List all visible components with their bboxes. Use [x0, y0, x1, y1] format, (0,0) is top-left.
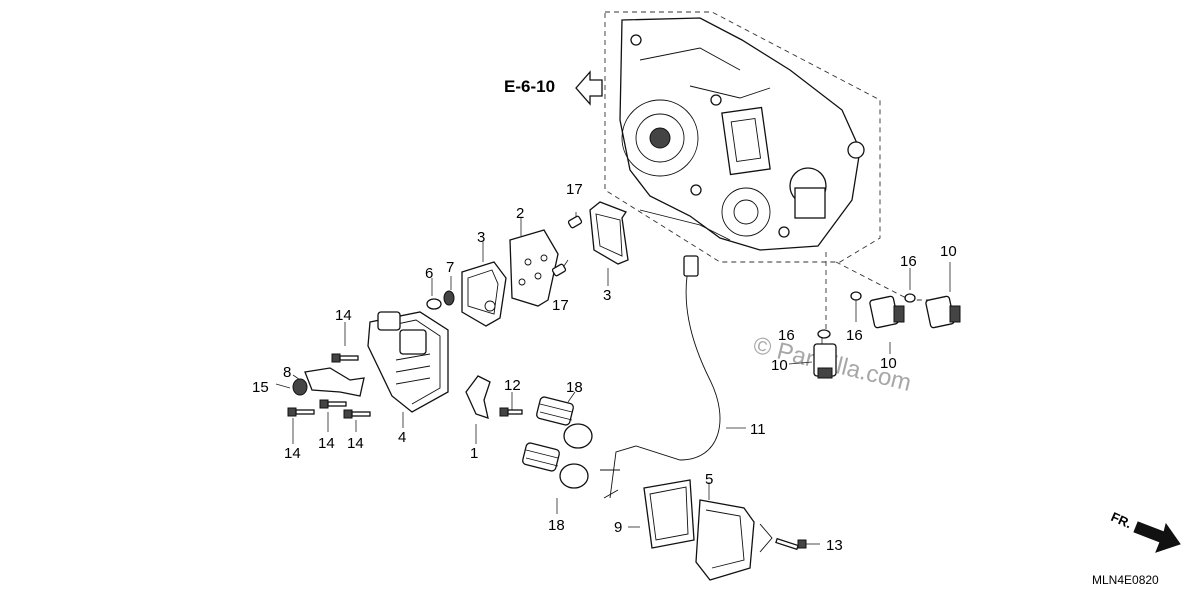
o-ring — [426, 298, 442, 310]
sensor-middle — [869, 295, 905, 329]
left-arrow-icon — [575, 70, 603, 106]
bolt-left — [287, 407, 315, 417]
solenoid-upper — [536, 396, 593, 449]
callout-10-middle: 10 — [880, 355, 897, 372]
clip — [465, 375, 491, 419]
gasket-9 — [643, 479, 695, 549]
callout-10-right: 10 — [940, 243, 957, 260]
callout-6: 6 — [425, 265, 433, 282]
callout-14-right: 14 — [347, 435, 364, 452]
dowel-pin-lower — [551, 263, 567, 277]
callout-18-lower: 18 — [548, 517, 565, 534]
solenoid-lower — [522, 442, 589, 489]
plate — [509, 229, 559, 307]
callout-18-upper: 18 — [566, 379, 583, 396]
callout-13: 13 — [826, 537, 843, 554]
callout-17-lower: 17 — [552, 297, 569, 314]
callout-4: 4 — [398, 429, 406, 446]
callout-7: 7 — [446, 259, 454, 276]
reference-e-6-10[interactable]: E-6-10 — [504, 70, 603, 106]
sensor-right — [925, 295, 961, 329]
callout-14-upper: 14 — [335, 307, 352, 324]
dowel-pin-upper — [567, 215, 583, 229]
sensor-lower — [813, 343, 837, 379]
callout-3-gasket-upper: 3 — [603, 287, 611, 304]
collar — [292, 378, 308, 396]
washer-right — [904, 293, 916, 303]
callout-9: 9 — [614, 519, 622, 536]
washer-lower — [817, 329, 831, 339]
seal — [443, 290, 455, 306]
bolt-12 — [499, 407, 523, 417]
bracket — [304, 367, 365, 397]
bolt-13 — [775, 537, 807, 551]
callout-16-right: 16 — [900, 253, 917, 270]
diagram-code: MLN4E0820 — [1092, 573, 1159, 587]
bolt-upper — [331, 353, 359, 363]
callout-14-middle: 14 — [318, 435, 335, 452]
direction-label: FR. — [1109, 509, 1134, 531]
reference-label[interactable]: E-6-10 — [504, 77, 555, 96]
callout-16-middle: 16 — [846, 327, 863, 344]
callout-labels: 1 2 3 3 4 5 6 7 8 9 10 10 10 11 12 13 14… — [252, 181, 957, 554]
callout-3-gasket-lower: 3 — [477, 229, 485, 246]
callout-8: 8 — [283, 364, 291, 381]
callout-12: 12 — [504, 377, 521, 394]
washer-middle — [850, 291, 862, 301]
front-arrow-icon — [1133, 521, 1181, 553]
cover-5 — [695, 499, 773, 581]
gasket-lower — [461, 261, 507, 327]
engine-case-assembly — [604, 11, 881, 263]
bolt-middle — [319, 399, 347, 409]
callout-14-left: 14 — [284, 445, 301, 462]
gasket-upper — [589, 201, 629, 265]
callout-11: 11 — [750, 421, 766, 438]
callout-10-lower: 10 — [771, 357, 788, 374]
callout-1: 1 — [470, 445, 478, 462]
callout-15: 15 — [252, 379, 269, 396]
front-direction-indicator: FR. — [1109, 509, 1181, 553]
cover-assembly — [367, 311, 449, 413]
callout-16-lower: 16 — [778, 327, 795, 344]
bolt-right — [343, 409, 371, 419]
callout-2: 2 — [516, 205, 524, 222]
callout-17-upper: 17 — [566, 181, 583, 198]
callout-5: 5 — [705, 471, 713, 488]
wire-harness — [600, 255, 721, 499]
